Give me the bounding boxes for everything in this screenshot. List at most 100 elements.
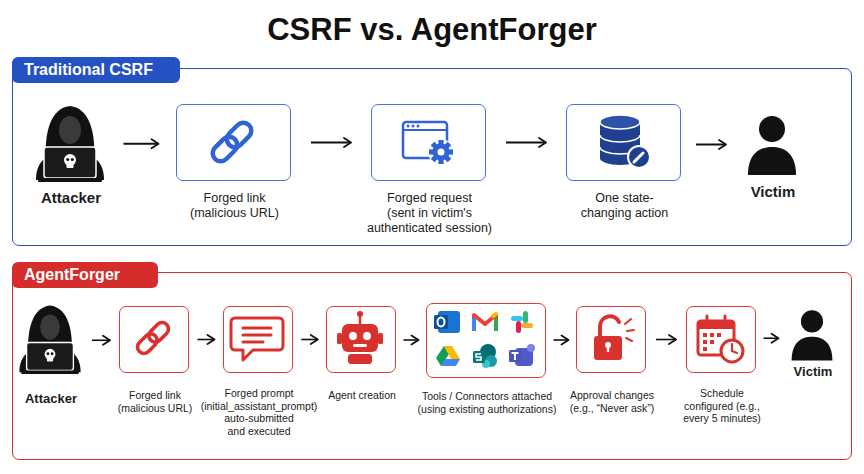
step-box: Agent creation [326, 306, 396, 373]
step-box: Schedule configured (e.g., every 5 minut… [686, 306, 756, 373]
app-icons-part-part [521, 323, 533, 328]
actor-figure: Attacker [19, 307, 83, 375]
app-icons-part-part [527, 344, 535, 352]
calendar-clock-icon-part [721, 340, 743, 362]
actor-label: Attacker [1, 391, 101, 407]
app-icons-part [509, 344, 535, 366]
person-icon [748, 116, 796, 175]
person-icon-part [759, 116, 785, 142]
step-label: Forged link (malicious URL) [160, 191, 310, 221]
robot-icon-part [349, 332, 357, 340]
step-box: Forged prompt (initial_assistant_prompt)… [223, 306, 293, 373]
app-icons-part [434, 311, 460, 333]
app-icons-part-part [516, 321, 521, 333]
app-icons-part-part [493, 314, 496, 316]
database-icon-part [628, 146, 650, 168]
hacker-icon-part [47, 357, 53, 362]
app-icons [434, 311, 535, 368]
speech-bubble-icon-part [243, 341, 263, 344]
step-label: Schedule configured (e.g., every 5 minut… [670, 387, 774, 425]
padlock-icon-part [625, 319, 631, 324]
app-icons-part-part [473, 351, 485, 363]
calendar-clock-icon-part [698, 321, 734, 329]
flow-arrow [311, 142, 351, 144]
hacker-icon-part [66, 158, 69, 161]
calendar-clock-icon [698, 316, 743, 362]
flow-panel: AttackerForged link (malicious URL)Forge… [12, 68, 852, 246]
flow-arrow [124, 143, 159, 145]
app-icons-part-part [434, 315, 448, 329]
step-box: Forged link (malicious URL) [176, 104, 291, 181]
robot-icon-part [353, 344, 367, 347]
hacker-icon [36, 106, 104, 182]
person-icon [792, 310, 833, 360]
app-icons-part [474, 314, 496, 331]
flow-arrow [92, 339, 110, 341]
actor-label: Victim [773, 364, 853, 380]
step-label: Approval changes (e.g., “Never ask”) [560, 389, 664, 414]
flow-arrow [554, 339, 569, 341]
browser-gear-icon-part-part [431, 142, 452, 163]
browser-gear-icon-part-part [431, 142, 452, 163]
browser-gear-icon-part [407, 125, 410, 128]
speech-bubble-icon-part [243, 327, 271, 330]
diagram-title: CSRF vs. AgentForger [0, 12, 864, 48]
step-box: Tools / Connectors attached (using exist… [426, 303, 546, 378]
flow-arrow [198, 339, 215, 341]
robot-icon-part [357, 311, 363, 317]
calendar-clock-icon-part [717, 333, 721, 337]
padlock-icon [594, 316, 634, 360]
app-icons-part [473, 344, 497, 368]
robot-icon-part [378, 333, 383, 344]
calendar-clock-icon-part [732, 351, 737, 353]
calendar-clock-icon-part [703, 340, 707, 344]
person-icon-part [801, 310, 823, 332]
hacker-icon-part [40, 315, 60, 340]
calendar-clock-icon-part [710, 340, 714, 344]
link-icon [209, 119, 254, 164]
browser-gear-icon-part-part [428, 139, 454, 165]
robot-icon [337, 311, 383, 364]
panel-heading: Traditional CSRF [12, 57, 180, 83]
app-icons-part-part [511, 316, 523, 321]
flow-arrow [506, 142, 546, 144]
browser-gear-icon [403, 122, 454, 165]
hacker-icon-part [59, 116, 81, 144]
hacker-icon-part [67, 163, 74, 168]
app-icons-part-part [472, 318, 476, 331]
actor-label: Victim [723, 183, 823, 201]
step-box: Forged request (sent in victim's authent… [371, 104, 486, 181]
actor-figure: Victim [741, 117, 805, 176]
robot-icon-part [363, 332, 371, 340]
step-label: Tools / Connectors attached (using exist… [417, 390, 557, 415]
link-icon [135, 320, 171, 356]
browser-gear-icon-part [417, 125, 420, 128]
robot-icon-part [348, 354, 372, 364]
hacker-icon [19, 306, 80, 374]
app-icons-part-part [438, 318, 445, 327]
database-icon-part [600, 135, 640, 142]
browser-gear-icon-part [403, 129, 447, 131]
step-label: Forged request (sent in victim's authent… [355, 191, 505, 236]
app-icons-part [436, 346, 460, 366]
padlock-icon-part [607, 346, 609, 352]
actor-figure: Attacker [36, 107, 106, 183]
app-icons-part-part [444, 346, 460, 359]
step-label: One state-changing action [560, 191, 690, 221]
flow-panel: Attacker Forged link (malicious URL) Forge… [12, 272, 852, 460]
browser-gear-icon-part-part [433, 144, 450, 161]
link-icon-part [146, 320, 171, 345]
flow-arrow [656, 339, 676, 341]
hacker-icon-part [27, 343, 74, 371]
speech-bubble-icon-part [243, 334, 271, 337]
step-box: Approval changes (e.g., “Never ask”) [576, 306, 646, 373]
step-box: Forged link (malicious URL) [119, 306, 189, 373]
hacker-icon-part [51, 352, 54, 355]
app-icons-part-part [474, 315, 496, 331]
flow-arrow [696, 144, 726, 146]
flow-arrow [301, 339, 318, 341]
person-icon-part [792, 337, 833, 361]
database-icon [600, 115, 650, 168]
hacker-icon-part [71, 158, 74, 161]
